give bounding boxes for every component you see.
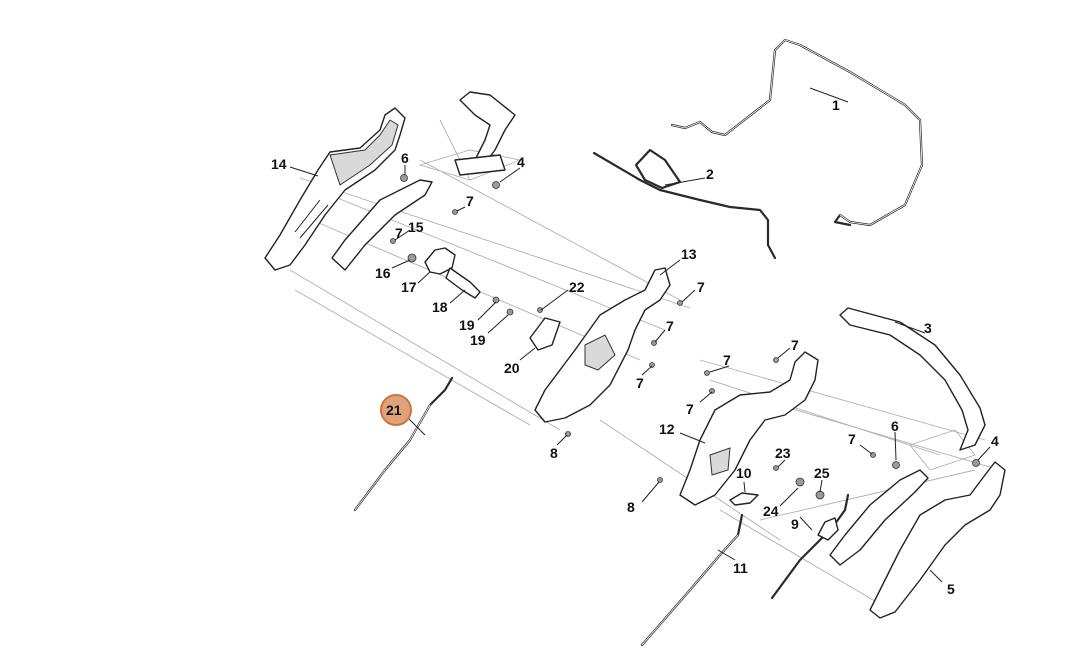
part-3-foam-grip	[839, 307, 986, 451]
part-label-23[interactable]: 23	[775, 445, 791, 461]
highlight-marker-21	[380, 394, 412, 426]
part-label-11[interactable]: 11	[733, 560, 748, 576]
part-label-18[interactable]: 18	[432, 299, 448, 315]
part-label-4[interactable]: 4	[991, 433, 999, 449]
part-13-center-housing	[534, 267, 671, 423]
right-inner-bracket	[829, 469, 929, 566]
part-12-right-housing	[679, 351, 819, 506]
part-label-14[interactable]: 14	[271, 156, 287, 172]
part-label-7[interactable]: 7	[466, 193, 474, 209]
part-label-7[interactable]: 7	[791, 337, 799, 353]
part-label-20[interactable]: 20	[504, 360, 520, 376]
part-label-6[interactable]: 6	[891, 418, 899, 434]
part-14-left-housing	[264, 107, 406, 271]
part-17-knob	[424, 247, 456, 275]
part-label-12[interactable]: 12	[659, 421, 675, 437]
part-label-7[interactable]: 7	[697, 279, 705, 295]
part-label-8[interactable]: 8	[550, 445, 558, 461]
part-label-16[interactable]: 16	[375, 265, 391, 281]
part-label-3[interactable]: 3	[924, 320, 932, 336]
part-label-21[interactable]: 21	[386, 402, 402, 418]
part-label-7[interactable]: 7	[395, 225, 403, 241]
part-9-cable	[770, 493, 850, 600]
label-leaders	[289, 87, 991, 583]
part-label-15[interactable]: 15	[408, 219, 424, 235]
part-label-4[interactable]: 4	[517, 154, 525, 170]
part-label-24[interactable]: 24	[763, 503, 779, 519]
part-label-6[interactable]: 6	[401, 150, 409, 166]
part-label-7[interactable]: 7	[666, 318, 674, 334]
part-label-7[interactable]: 7	[723, 352, 731, 368]
part-label-9[interactable]: 9	[791, 516, 799, 532]
part-label-7[interactable]: 7	[848, 431, 856, 447]
part-18-shaft	[445, 267, 481, 299]
part-label-8[interactable]: 8	[627, 499, 635, 515]
part-10-clip	[729, 492, 759, 506]
part-label-7[interactable]: 7	[686, 401, 694, 417]
part-21-cable	[353, 376, 454, 512]
part-label-13[interactable]: 13	[681, 246, 697, 262]
part-5-right-lower-housing	[869, 461, 1006, 619]
left-inner-bracket	[331, 179, 433, 271]
part-1-upper-handle	[670, 38, 924, 227]
part-label-1[interactable]: 1	[832, 97, 840, 113]
part-label-2[interactable]: 2	[706, 166, 714, 182]
part-label-17[interactable]: 17	[401, 279, 417, 295]
part-label-25[interactable]: 25	[814, 465, 830, 481]
part-label-7[interactable]: 7	[636, 375, 644, 391]
part-20-latch	[529, 317, 561, 351]
part-label-22[interactable]: 22	[569, 279, 585, 295]
part-11-cable	[640, 513, 744, 647]
part-label-10[interactable]: 10	[736, 465, 752, 481]
part-label-19[interactable]: 19	[459, 317, 475, 333]
part-label-5[interactable]: 5	[947, 581, 955, 597]
upper-left-grip	[454, 91, 516, 176]
part-labels: 1 2 3 4 4 5 6 6 7 7 7 7 7 7 7 7 7 8 8 9 …	[271, 97, 999, 597]
part-2-bail-wire	[592, 148, 777, 260]
part-label-19[interactable]: 19	[470, 332, 486, 348]
